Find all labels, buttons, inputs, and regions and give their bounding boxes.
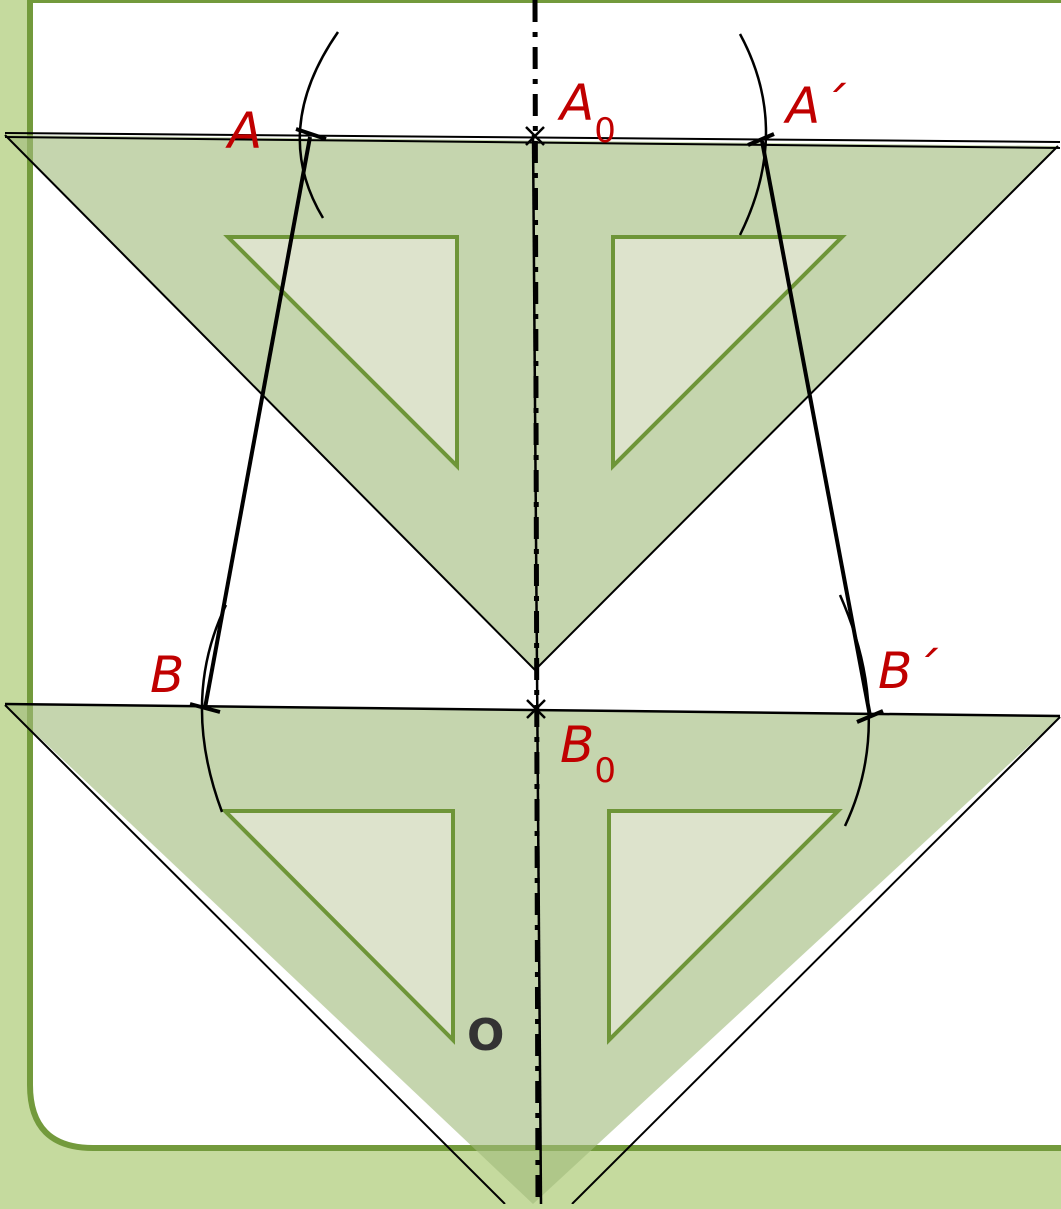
label-B0-main: B (560, 716, 594, 774)
label-B-prime: B´ (878, 642, 939, 700)
upper-set-square-right-window (611, 235, 847, 471)
upper-right-edge (534, 145, 1059, 671)
label-A: A (225, 102, 262, 160)
symmetry-axis-solid (531, 134, 543, 1205)
upper-set-square-left-window (223, 235, 459, 471)
lower-left-edge (4, 704, 506, 1205)
tick-B-prime (856, 709, 884, 724)
upper-left-edge (4, 134, 536, 671)
label-A-prime: A´ (783, 77, 847, 135)
segment-A-prime-B-prime (760, 140, 872, 717)
arc-at-B (200, 604, 228, 813)
label-A0: A0 (557, 74, 616, 151)
label-A0-main: A (557, 74, 594, 132)
lower-set-square-left-window (220, 809, 455, 1045)
lower-right-edge (571, 716, 1061, 1205)
label-O: O (467, 1010, 504, 1061)
arc-at-A (298, 31, 340, 219)
label-A0-sub: 0 (594, 111, 616, 151)
label-B: B (150, 646, 184, 704)
label-B0-sub: 0 (594, 751, 616, 791)
symmetry-axis (532, 0, 541, 1205)
cross-A0 (525, 126, 545, 146)
tick-A-prime (747, 132, 775, 147)
tick-B (189, 702, 221, 714)
cross-B0 (526, 699, 546, 719)
line-B-B-prime (4, 702, 1061, 718)
label-B0: B0 (560, 716, 616, 791)
tick-A (295, 127, 327, 141)
arc-at-A-prime (738, 33, 768, 236)
lower-set-square-right-window (607, 809, 843, 1045)
